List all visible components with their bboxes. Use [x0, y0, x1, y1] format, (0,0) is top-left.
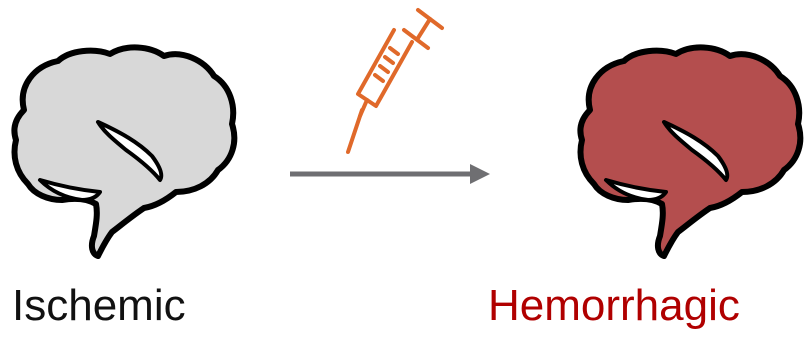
ischemic-brain-icon [0, 38, 240, 268]
hemorrhagic-brain-icon [566, 38, 805, 268]
brain-outline [14, 47, 234, 256]
right-arrow-icon [288, 162, 498, 186]
syringe-icon [342, 6, 452, 156]
hemorrhagic-label: Hemorrhagic [488, 284, 740, 328]
brain-outline [580, 47, 800, 256]
ischemic-label: Ischemic [12, 284, 186, 328]
